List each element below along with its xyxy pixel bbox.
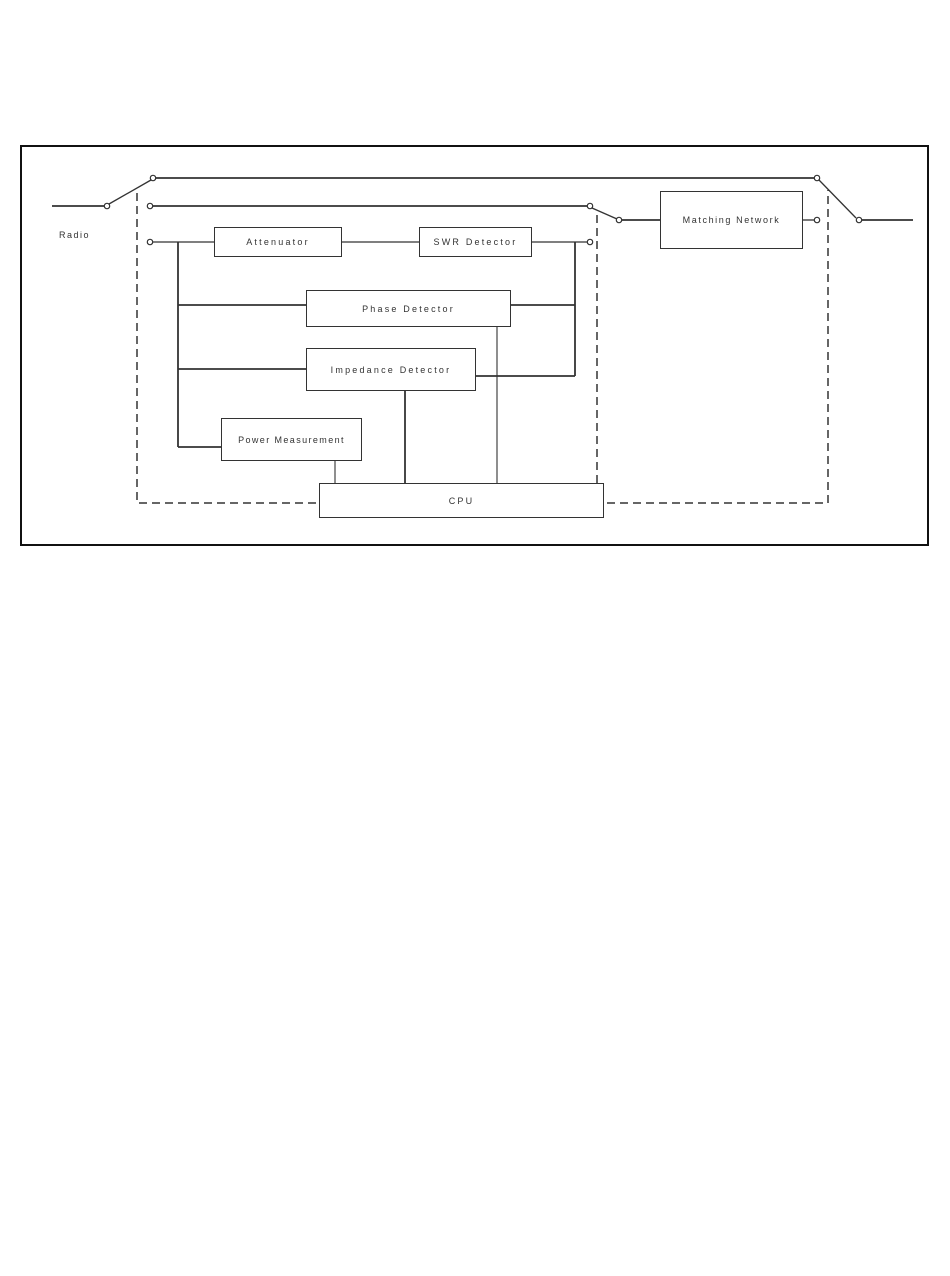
radio-terminal — [104, 203, 109, 208]
swr-detector-block: SWR Detector — [419, 227, 532, 257]
tune-terminal-right — [587, 203, 592, 208]
matching-output-terminal — [814, 217, 819, 222]
matching-switch-blade — [592, 208, 617, 219]
output-switch-blade — [819, 180, 856, 218]
radio-label: Radio — [59, 230, 90, 240]
tune-terminal-left — [147, 203, 152, 208]
matching-network-block: Matching Network — [660, 191, 803, 249]
bypass-terminal-left — [150, 175, 155, 180]
bypass-terminal-right — [814, 175, 819, 180]
matching-input-terminal — [616, 217, 621, 222]
measure-terminal-left — [147, 239, 152, 244]
power-measurement-block: Power Measurement — [221, 418, 362, 461]
cpu-block: CPU — [319, 483, 604, 518]
antenna-terminal — [856, 217, 861, 222]
radio-switch-blade — [109, 180, 151, 204]
attenuator-block: Attenuator — [214, 227, 342, 257]
impedance-detector-block: Impedance Detector — [306, 348, 476, 391]
phase-detector-block: Phase Detector — [306, 290, 511, 327]
measure-terminal-right — [587, 239, 592, 244]
